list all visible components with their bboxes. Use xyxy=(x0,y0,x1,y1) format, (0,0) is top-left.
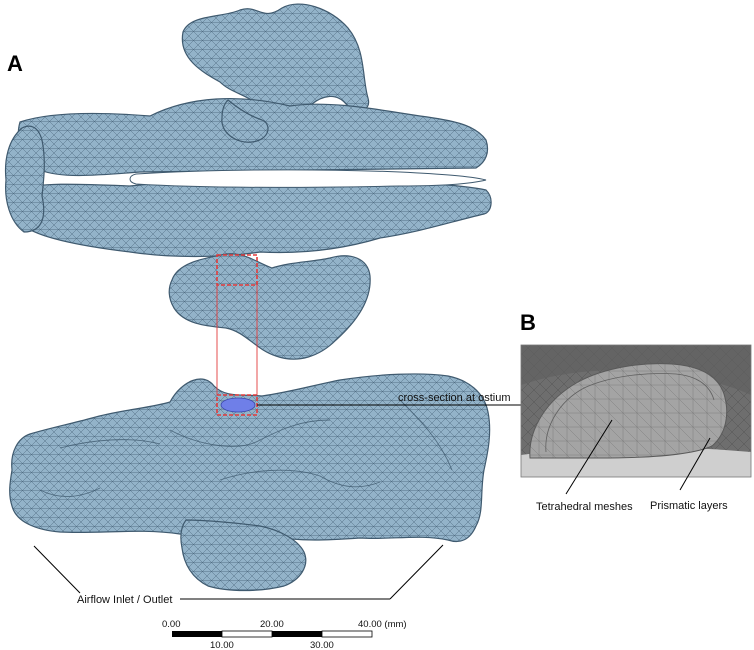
airflow-callout xyxy=(33,544,444,600)
scale-label-10: 10.00 xyxy=(210,640,234,650)
scale-bar: 0.00 20.00 40.00 (mm) 10.00 30.00 xyxy=(162,619,407,650)
prismatic-label: Prismatic layers xyxy=(650,500,728,512)
ostium-highlight xyxy=(216,254,258,416)
upper-lower-lobe xyxy=(168,253,371,360)
ostium-cross-section xyxy=(220,397,256,413)
lower-creases xyxy=(39,399,453,498)
upper-stalk xyxy=(221,99,269,143)
upper-left-cap xyxy=(4,125,45,233)
lower-bottom-lobe xyxy=(180,519,307,592)
upper-top-lobe xyxy=(181,3,370,111)
airflow-label: Airflow Inlet / Outlet xyxy=(77,594,172,606)
upper-band-bottom xyxy=(11,177,492,258)
upper-slit xyxy=(129,169,487,188)
highlight-box-top xyxy=(216,254,258,286)
tetrahedral-leader xyxy=(565,419,613,495)
lower-main-body xyxy=(9,373,491,543)
panel-label-b: B xyxy=(520,310,536,335)
prismatic-leader xyxy=(679,437,711,491)
scale-label-40: 40.00 (mm) xyxy=(358,619,407,630)
scale-label-0: 0.00 xyxy=(162,619,181,630)
upper-mesh-model xyxy=(4,3,492,360)
lower-mesh-model xyxy=(9,373,491,592)
panel-label-a: A xyxy=(7,51,23,76)
scale-label-20: 20.00 xyxy=(260,619,284,630)
cross-section-label: cross-section at ostium xyxy=(398,392,510,404)
tetrahedral-label: Tetrahedral meshes xyxy=(536,501,633,513)
inset-frame xyxy=(520,344,752,478)
inset-mesh-image xyxy=(521,345,751,477)
scale-label-30: 30.00 xyxy=(310,640,334,650)
